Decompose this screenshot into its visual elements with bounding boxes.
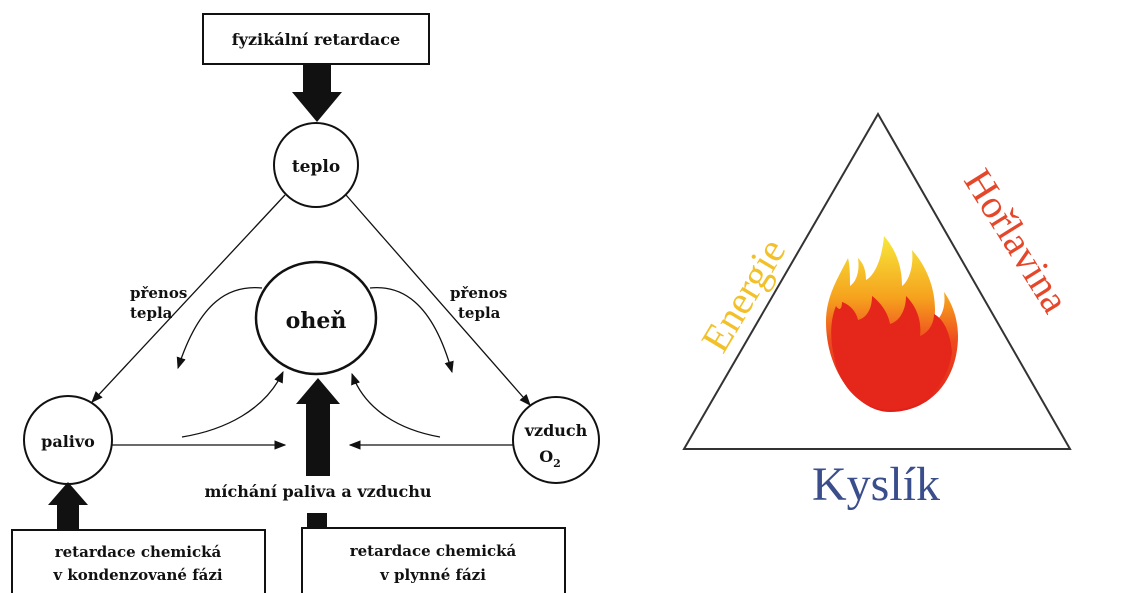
heat-node: teplo — [273, 122, 359, 208]
gas-phase-line1: retardace chemická — [350, 542, 517, 560]
fire-triangle: Energie Hořlavina Kyslík — [682, 111, 1078, 511]
arrow-mixing-to-fire — [296, 378, 340, 476]
arrow-retardation-to-heat — [292, 64, 342, 122]
arrow-heat-to-air — [345, 194, 531, 406]
physical-retardation-box: fyzikální retardace — [202, 13, 430, 65]
arrow-fire-to-air-curve — [369, 286, 454, 374]
condensed-phase-box: retardace chemická v kondenzované fázi — [11, 529, 266, 593]
heat-transfer-right-line1: přenos — [450, 284, 507, 302]
arrow-fuel-to-fire-curve — [181, 370, 284, 438]
heat-transfer-left-line1: přenos — [130, 284, 187, 302]
heat-label: teplo — [292, 157, 340, 177]
fuel-label: palivo — [41, 432, 95, 451]
condensed-phase-line2: v kondenzované fázi — [52, 566, 222, 584]
physical-retardation-label: fyzikální retardace — [232, 30, 400, 49]
flame-icon — [826, 236, 958, 412]
fire-label: oheň — [286, 308, 347, 334]
oxygen-label: O2 — [539, 447, 561, 470]
arrow-air-to-fire-curve — [351, 372, 441, 438]
fire-retardation-diagram: fyzikální retardace teplo oheň palivo vz… — [11, 13, 600, 593]
gas-phase-line2: v plynné fázi — [379, 566, 486, 584]
heat-transfer-right-line2: tepla — [458, 304, 501, 322]
gas-phase-connector — [307, 513, 327, 528]
arrow-fire-to-fuel-curve — [176, 286, 263, 370]
gas-phase-box: retardace chemická v plynné fázi — [301, 527, 566, 593]
arrow-condensed-to-fuel — [48, 482, 88, 530]
mixing-label: míchání paliva a vzduchu — [204, 482, 431, 501]
heat-transfer-left-line2: tepla — [130, 304, 173, 322]
condensed-phase-line1: retardace chemická — [55, 543, 222, 561]
air-label: vzduch — [524, 421, 588, 440]
side-kyslik: Kyslík — [812, 458, 940, 511]
fire-node: oheň — [254, 260, 378, 376]
air-node: vzduch O2 — [512, 396, 600, 484]
fuel-node: palivo — [23, 395, 113, 485]
arrow-heat-to-fuel — [91, 194, 286, 403]
